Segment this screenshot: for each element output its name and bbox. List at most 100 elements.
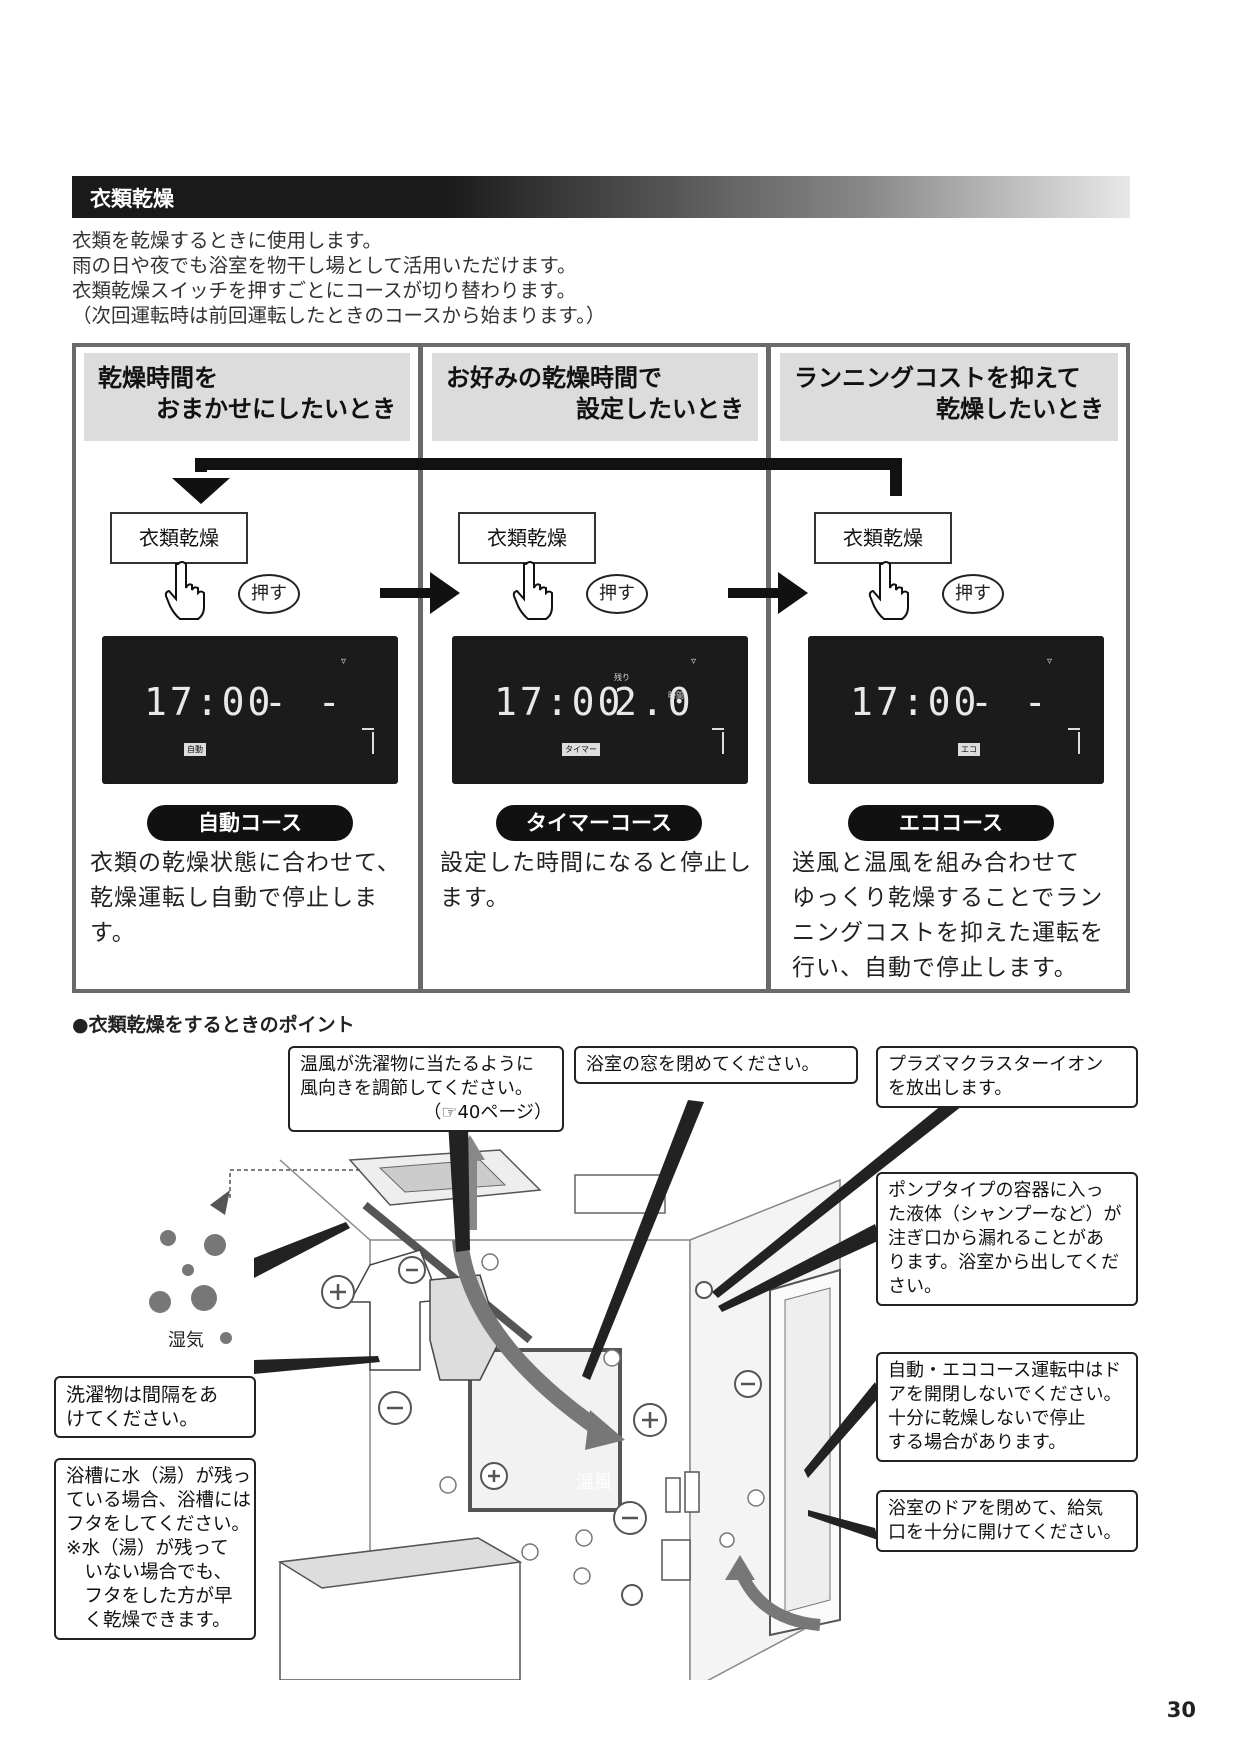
callout-line: さい。 [888,1276,942,1297]
plasma-indicator-icon: ▿ [1046,656,1052,667]
lcd-mode-tag: 自動 [184,743,206,756]
callout-pump: ポンプタイプの容器に入っ た液体（シャンプーなど）が 注ぎ口から漏れることがあ … [876,1172,1138,1306]
callout-line: 浴槽に水（湯）が残っ [66,1466,252,1487]
callout-line: 風向きを調節してください。 [300,1078,533,1099]
callout-warm-air: 温風が洗濯物に当たるように 風向きを調節してください。 （☞40ページ） [288,1046,564,1132]
section-title: 衣類乾燥 [90,187,174,211]
callout-pointer [712,1100,962,1298]
callout-pointer [804,1382,880,1478]
lcd-remaining-label: 残り [614,673,630,682]
plasma-indicator-icon: ▿ [340,656,346,667]
callout-line: （☞40ページ） [423,1102,552,1123]
intake-air-flow [734,1567,821,1631]
lcd-segment [722,732,724,754]
bathroom-illustration: 湿気 温風 [149,1100,962,1680]
humidity-label: 湿気 [168,1330,204,1351]
callout-pointer [718,1224,880,1312]
callout-pointer [254,1356,380,1374]
intro-line: 衣類乾燥スイッチを押すごとにコースが切り替わります。 [72,279,577,302]
desc-line: ます。 [440,885,510,911]
lcd-segment [362,728,374,730]
press-label: 押す [586,574,648,614]
callout-plasma: プラズマクラスターイオン を放出します。 [876,1046,1138,1108]
callout-line: た液体（シャンプーなど）が [888,1204,1122,1225]
warm-wind-label: 温風 [576,1472,612,1493]
desc-line: す。 [90,920,136,946]
course-desc-auto: 衣類の乾燥状態に合わせて、 乾燥運転し自動で停止しま す。 [90,846,401,951]
pointing-hand-icon [868,561,909,620]
clothes-dry-button[interactable]: 衣類乾燥 [110,512,248,564]
lcd-value: - - [970,680,1051,724]
clothes-dry-button[interactable]: 衣類乾燥 [814,512,952,564]
course-desc-timer: 設定した時間になると停止し ます。 [440,846,752,916]
desc-line: 衣類の乾燥状態に合わせて、 [90,850,401,876]
humidity-arrow-icon [210,1190,230,1215]
callout-line: ります。浴室から出してくだ [888,1252,1120,1273]
callout-line: フタをしてください。 [66,1514,250,1535]
callout-line: 注ぎ口から漏れることがあ [888,1228,1104,1249]
lcd-segment [1068,728,1080,730]
desc-line: ニングコストを抑えた運転を [792,920,1104,946]
header-line: おまかせにしたいとき [156,395,396,423]
bathtub-cover [277,1537,523,1589]
callout-line: く乾燥できます。 [66,1610,231,1631]
callout-line: 温風が洗濯物に当たるように [300,1054,534,1075]
callout-door-close: 浴室のドアを閉めて、給気 口を十分に開けてください。 [876,1490,1138,1552]
intro-line: 衣類を乾燥するときに使用します。 [72,229,383,252]
lcd-time: 17:00 [144,680,274,724]
callout-line: いない場合でも、 [66,1562,232,1583]
course-name-auto: 自動コース [147,805,353,841]
loop-arrow-line [195,458,902,496]
callout-line: 浴室のドアを閉めて、給気 [888,1498,1104,1519]
callout-line: 洗濯物は間隔をあ [66,1384,219,1406]
callout-line: 十分に乾燥しないで停止 [888,1408,1086,1429]
callout-line: ている場合、浴槽には [66,1490,252,1511]
flow-arrows [172,458,902,614]
course-header-eco: ランニングコストを抑えて 乾燥したいとき [780,353,1118,441]
lcd-unit-label: 時間 [668,691,684,700]
callout-line: 自動・エココース運転中はド [888,1360,1122,1381]
callout-door-open: 自動・エココース運転中はド アを開閉しないでください。 十分に乾燥しないで停止 … [876,1352,1138,1462]
callout-pointer [808,1510,878,1540]
column-divider [766,343,771,993]
lcd-time: 17:00 [494,680,624,724]
course-name-timer: タイマーコース [496,805,702,841]
drying-pole [362,1201,533,1344]
press-label: 押す [942,574,1004,614]
lcd-display-timer: ▿ 残り 17:00 2.0 時間 タイマー [452,636,748,784]
lcd-time: 17:00 [850,680,980,724]
points-title: ●衣類乾燥をするときのポイント [72,1014,355,1036]
bottle-icon [665,1477,681,1513]
intro-text: 衣類を乾燥するときに使用します。 雨の日や夜でも浴室を物干し場として活用いただけ… [72,228,605,328]
callout-pointer [254,1222,350,1278]
lcd-value: 2.0 [614,680,695,724]
callout-line: ※水（湯）が残って [66,1538,229,1559]
header-line: 乾燥時間を [98,364,218,392]
header-line: お好みの乾燥時間で [446,364,662,392]
right-arrow-icon [728,572,808,614]
desc-line: ゆっくり乾燥することでラン [792,885,1104,911]
callout-line: を放出します。 [888,1078,1013,1099]
callout-line: ポンプタイプの容器に入っ [888,1180,1104,1201]
callout-laundry: 洗濯物は間隔をあ けてください。 [54,1376,256,1438]
warm-air-flow [452,1239,605,1437]
ion-signs [330,1268,755,1520]
press-label: 押す [238,574,300,614]
lcd-value: - - [264,680,345,724]
callout-line: 浴室の窓を閉めてください。 [586,1054,820,1075]
lcd-segment [712,728,724,730]
intro-line: 雨の日や夜でも浴室を物干し場として活用いただけます。 [72,254,577,277]
course-header-auto: 乾燥時間を おまかせにしたいとき [84,353,410,441]
header-line: 乾燥したいとき [936,395,1104,423]
clothes-dry-button[interactable]: 衣類乾燥 [458,512,596,564]
callout-line: する場合があります。 [888,1432,1067,1453]
callout-pointer [448,1122,470,1252]
lcd-segment [1078,732,1080,754]
right-arrow-icon [380,572,460,614]
desc-line: 行い、自動で停止します。 [792,955,1078,981]
lcd-mode-tag: タイマー [562,743,600,756]
desc-line: 送風と温風を組み合わせて [792,850,1080,876]
course-header-timer: お好みの乾燥時間で 設定したいとき [432,353,758,441]
column-divider [418,343,423,993]
callout-pointer [582,1100,704,1380]
